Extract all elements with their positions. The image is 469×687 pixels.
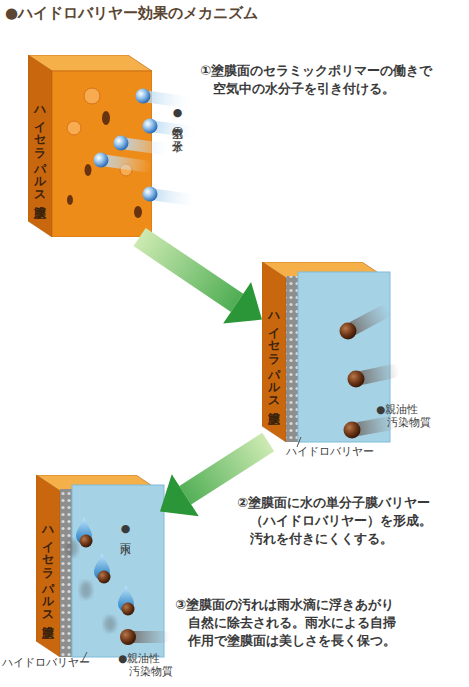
block-side-face [36, 475, 60, 657]
rain-drop [94, 553, 110, 580]
pollutant-particle [122, 603, 135, 616]
surface-hole [102, 111, 110, 125]
water-molecule [94, 153, 109, 168]
coated-block: ハイセラパルス塗膜 [28, 55, 152, 237]
rain-label: ●雨水 [117, 522, 132, 535]
block-label: ハイセラパルス塗膜 [262, 304, 286, 402]
motion-trail [149, 188, 196, 206]
hydro-barrier [298, 272, 390, 442]
rain-drop [118, 585, 134, 612]
block-label: ハイセラパルス塗膜 [28, 98, 52, 196]
step-text: ①塗膜面のセラミックポリマーの働きで 空気中の水分子を引き付ける。 [200, 62, 441, 98]
flow-arrow [140, 237, 262, 324]
block-front-face [60, 491, 160, 657]
pollutant-label: ●親油性 汚染物質 [376, 403, 431, 429]
coated-block: ハイセラパルス塗膜 [262, 262, 386, 442]
rain-drop [76, 517, 92, 544]
block-side-face [28, 55, 52, 237]
surface-hole [85, 164, 92, 176]
motion-trail [120, 137, 171, 156]
surface-hole [67, 195, 73, 205]
pollutant-particle [348, 371, 365, 388]
pollutant-label: ●親油性 汚染物質 [118, 652, 173, 678]
molecule-layer [60, 489, 72, 657]
barrier-label: ハイドロバリヤー [2, 656, 90, 670]
water-molecule [114, 136, 129, 151]
step-text: ③塗膜面の汚れは雨水滴に浮きあがり 自然に除去される。雨水による自掃 作用で塗膜… [175, 596, 403, 650]
block-side-face [262, 262, 286, 442]
surface-pit [120, 164, 132, 176]
arrow-head [160, 474, 199, 516]
pollutant-particle [120, 629, 136, 645]
motion-trail [100, 154, 151, 173]
water-molecule [143, 119, 158, 134]
water-molecule [143, 187, 158, 202]
motion-trail [142, 90, 191, 109]
drop-shadow [80, 581, 92, 599]
hydro-barrier [72, 485, 164, 657]
motion-trail [128, 631, 170, 643]
pollutant-particle [80, 535, 93, 548]
block-front-face [52, 71, 152, 237]
barrier-label: ハイドロバリヤー [286, 445, 374, 459]
pollutant-particle [344, 422, 361, 439]
surface-pit [84, 88, 100, 104]
pollutant-particle [98, 571, 111, 584]
water-molecule [136, 89, 151, 104]
drop-shadow [66, 539, 78, 557]
vertical-label: ●空気中の水分子 [169, 106, 184, 132]
drop-shadow [104, 616, 116, 632]
block-label: ハイセラパルス塗膜 [36, 518, 60, 616]
pollutant-particle [340, 323, 357, 340]
step-text: ②塗膜面に水の単分子膜バリヤー （ハイドロバリヤー）を形成。 汚れを付きにくくす… [237, 494, 439, 548]
surface-hole [134, 206, 142, 218]
arrow-head [223, 282, 262, 323]
block-front-face [286, 278, 386, 442]
arrow-shaft [185, 442, 268, 495]
motion-trail [345, 303, 392, 337]
coated-block: ハイセラパルス塗膜 [36, 475, 160, 657]
arrow-shaft [140, 237, 238, 303]
molecule-layer [286, 276, 298, 442]
diagram-title: ●ハイドロバリヤー効果のメカニズム [5, 4, 258, 23]
motion-trail [355, 363, 401, 386]
surface-pit [67, 121, 81, 135]
